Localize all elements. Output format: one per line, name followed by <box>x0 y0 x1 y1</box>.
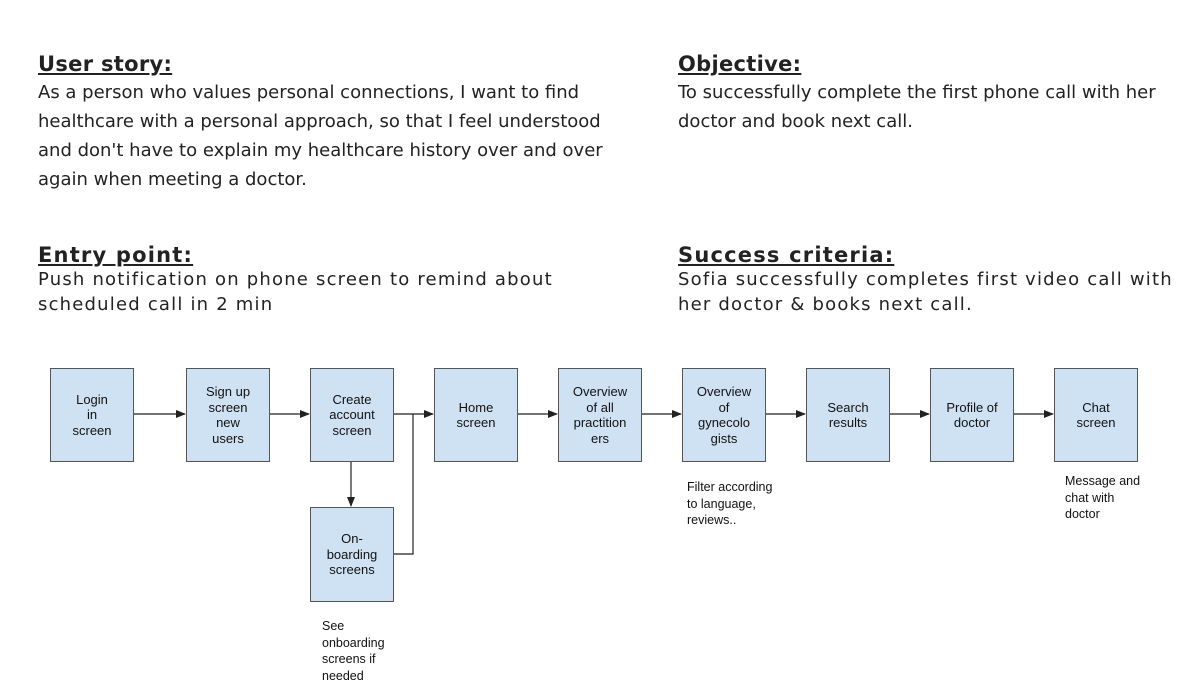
node-label: Login in screen <box>72 391 112 438</box>
user-story-heading: User story: <box>38 52 173 76</box>
node-login-screen: Login in screen <box>50 368 134 462</box>
node-label: Overview of all practition ers <box>572 384 628 446</box>
node-label: Home screen <box>456 399 496 431</box>
node-chat-screen: Chat screen <box>1054 368 1138 462</box>
node-signup-screen: Sign up screen new users <box>186 368 270 462</box>
success-criteria-heading: Success criteria: <box>678 243 895 267</box>
node-label: Sign up screen new users <box>205 384 251 446</box>
node-home-screen: Home screen <box>434 368 518 462</box>
node-label: Create account screen <box>329 391 375 438</box>
node-overview-gynecologists: Overview of gynecolo gists <box>682 368 766 462</box>
entry-point-text: Push notification on phone screen to rem… <box>38 269 553 315</box>
objective-text: To successfully complete the first phone… <box>678 82 1156 132</box>
edge-onboarding-home <box>393 414 414 555</box>
node-onboarding-screens: On- boarding screens <box>310 507 394 602</box>
node-label: On- boarding screens <box>326 531 378 578</box>
node-overview-practitioners: Overview of all practition ers <box>558 368 642 462</box>
note-onboarding: See onboarding screens if needed <box>322 619 385 683</box>
user-story-section: User story: As a person who values perso… <box>38 52 638 194</box>
note-chat: Message and chat with doctor <box>1065 474 1141 521</box>
success-criteria-text: Sofia successfully completes first video… <box>678 269 1173 315</box>
objective-section: Objective: To successfully complete the … <box>678 52 1158 136</box>
entry-point-heading: Entry point: <box>38 243 194 267</box>
node-label: Profile of doctor <box>946 399 998 431</box>
node-label: Search results <box>827 399 869 431</box>
user-story-text: As a person who values personal connecti… <box>38 82 603 190</box>
objective-heading: Objective: <box>678 52 802 76</box>
entry-point-section: Entry point: Push notification on phone … <box>38 243 598 317</box>
note-gynecologists-filter: Filter according to language, reviews.. <box>687 480 773 527</box>
success-criteria-section: Success criteria: Sofia successfully com… <box>678 243 1178 317</box>
node-label: Chat screen <box>1076 399 1116 431</box>
node-profile-of-doctor: Profile of doctor <box>930 368 1014 462</box>
node-create-account-screen: Create account screen <box>310 368 394 462</box>
node-search-results: Search results <box>806 368 890 462</box>
node-label: Overview of gynecolo gists <box>696 384 752 446</box>
